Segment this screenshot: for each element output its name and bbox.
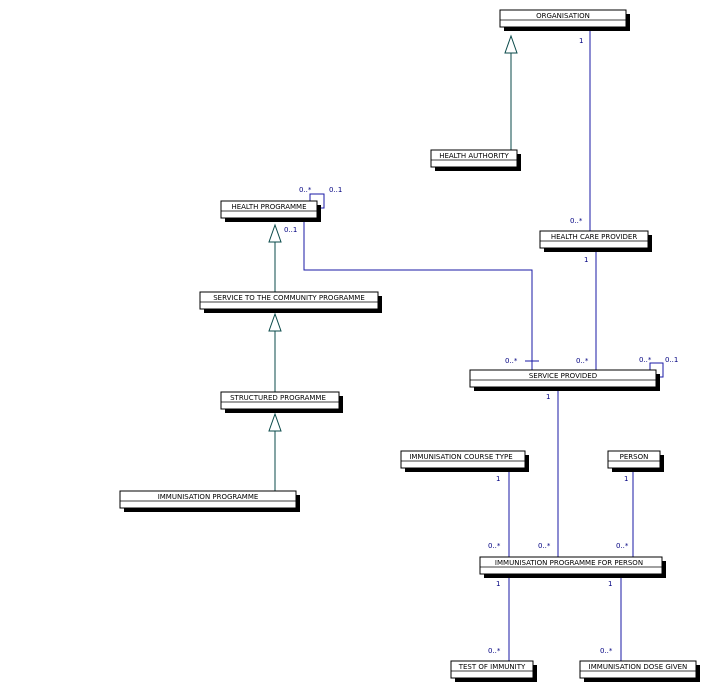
class-organisation[interactable]: ORGANISATION: [499, 9, 630, 31]
assoc-hp-sp: [303, 220, 533, 370]
mult-ipp-idg-ipp-end: 1: [608, 580, 612, 588]
class-name-test-of-immunity: TEST OF IMMUNITY: [458, 663, 526, 671]
class-health-programme[interactable]: HEALTH PROGRAMME: [220, 200, 321, 222]
class-immunisation-dose-given[interactable]: IMMUNISATION DOSE GIVEN: [579, 660, 700, 682]
mult-hp-self-many: 0..*: [299, 186, 312, 194]
assoc-sp-self: [649, 362, 664, 378]
class-immunisation-programme-for-person[interactable]: IMMUNISATION PROGRAMME FOR PERSON: [479, 556, 666, 578]
class-name-structured-programme: STRUCTURED PROGRAMME: [230, 394, 326, 402]
mult-sp-self-one: 0..1: [665, 356, 678, 364]
mult-sp-self-many: 0..*: [639, 356, 652, 364]
mult-hp-self-one: 0..1: [329, 186, 342, 194]
mult-hcp-sp-hcp-end: 1: [584, 256, 588, 264]
associations: [303, 29, 664, 661]
class-service-provided[interactable]: SERVICE PROVIDED: [469, 369, 660, 391]
mult-org-hcp-hcp-end: 0..*: [570, 217, 583, 225]
mult-hp-sp-sp-end: 0..*: [505, 357, 518, 365]
class-immunisation-course-type[interactable]: IMMUNISATION COURSE TYPE: [400, 450, 529, 472]
mult-person-ipp-ipp-end: 0..*: [616, 542, 629, 550]
class-name-immunisation-dose-given: IMMUNISATION DOSE GIVEN: [589, 663, 688, 671]
multiplicity-labels: 1 0..* 0..* 0..1 0..1 0..* 1 0..* 0..* 0…: [284, 37, 678, 655]
class-service-to-community-programme[interactable]: SERVICE TO THE COMMUNITY PROGRAMME: [199, 291, 382, 313]
mult-hcp-sp-sp-end: 0..*: [576, 357, 589, 365]
class-name-person: PERSON: [620, 453, 649, 461]
class-name-organisation: ORGANISATION: [536, 12, 590, 20]
class-name-health-programme: HEALTH PROGRAMME: [231, 203, 306, 211]
assoc-hp-self: [309, 193, 325, 209]
class-name-immunisation-programme: IMMUNISATION PROGRAMME: [158, 493, 259, 501]
mult-sp-ipp-ipp-end: 0..*: [538, 542, 551, 550]
mult-org-hcp-org-end: 1: [579, 37, 583, 45]
mult-sp-ipp-sp-end: 1: [546, 393, 550, 401]
class-name-immunisation-course-type: IMMUNISATION COURSE TYPE: [409, 453, 512, 461]
class-name-health-authority: HEALTH AUTHORITY: [439, 152, 509, 160]
mult-ipp-idg-idg-end: 0..*: [600, 647, 613, 655]
class-test-of-immunity[interactable]: TEST OF IMMUNITY: [450, 660, 537, 682]
mult-ipp-toi-toi-end: 0..*: [488, 647, 501, 655]
mult-ict-ipp-ict-end: 1: [496, 475, 500, 483]
class-person[interactable]: PERSON: [607, 450, 664, 472]
gen-arrow-organisation: [504, 34, 518, 54]
gen-arrow-service-to-community: [268, 312, 282, 332]
class-structured-programme[interactable]: STRUCTURED PROGRAMME: [220, 391, 343, 413]
gen-arrow-health-programme: [268, 223, 282, 243]
gen-arrow-structured: [268, 412, 282, 432]
class-health-authority[interactable]: HEALTH AUTHORITY: [430, 149, 521, 171]
class-name-immunisation-programme-for-person: IMMUNISATION PROGRAMME FOR PERSON: [495, 559, 643, 567]
mult-ipp-toi-ipp-end: 1: [496, 580, 500, 588]
class-name-health-care-provider: HEALTH CARE PROVIDER: [551, 233, 638, 241]
class-name-service-provided: SERVICE PROVIDED: [529, 372, 597, 380]
class-immunisation-programme[interactable]: IMMUNISATION PROGRAMME: [119, 490, 300, 512]
mult-ict-ipp-ipp-end: 0..*: [488, 542, 501, 550]
class-name-service-to-community-programme: SERVICE TO THE COMMUNITY PROGRAMME: [213, 294, 365, 302]
generalizations: [268, 34, 518, 491]
class-health-care-provider[interactable]: HEALTH CARE PROVIDER: [539, 230, 652, 252]
mult-person-ipp-person-end: 1: [624, 475, 628, 483]
mult-hp-sp-hp-end: 0..1: [284, 226, 297, 234]
